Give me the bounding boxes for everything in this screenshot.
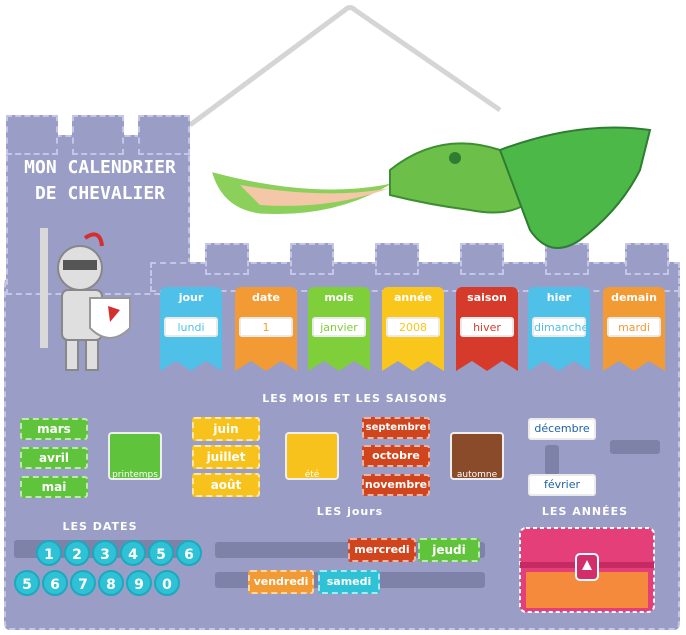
date-token[interactable]: 0 — [154, 570, 180, 596]
banner-card[interactable]: 1 — [239, 317, 293, 337]
month-aout[interactable]: août — [192, 473, 260, 497]
date-token[interactable]: 4 — [120, 540, 146, 566]
month-octobre[interactable]: octobre — [362, 445, 430, 467]
banner-point — [235, 357, 297, 371]
banner-2: mois janvier — [308, 287, 370, 371]
date-token[interactable]: 8 — [98, 570, 124, 596]
calendar-title: MON CALENDRIER DE CHEVALIER — [12, 155, 188, 207]
banner-label: année — [393, 291, 432, 304]
tower-merlon — [6, 115, 58, 155]
banner-label: date — [251, 291, 280, 304]
month-decembre[interactable]: décembre — [528, 418, 596, 440]
knight-illustration — [40, 228, 131, 371]
banner-1: date 1 — [235, 287, 297, 371]
month-septembre[interactable]: septembre — [362, 417, 430, 439]
date-token[interactable]: 6 — [176, 540, 202, 566]
banner-card[interactable]: mardi — [607, 317, 661, 337]
banner-label: hier — [546, 291, 572, 304]
date-token[interactable]: 6 — [42, 570, 68, 596]
tower-merlon — [138, 115, 190, 155]
title-line-2: DE CHEVALIER — [34, 183, 166, 204]
month-mai[interactable]: mai — [20, 476, 88, 498]
season-spring-label: printemps — [112, 470, 158, 480]
season-summer-label: été — [304, 470, 320, 480]
hanging-wire — [188, 5, 502, 128]
banner-point — [382, 357, 444, 371]
banner-0: jour lundi — [160, 287, 222, 371]
heading-days: LES jours — [316, 505, 384, 518]
month-novembre[interactable]: novembre — [362, 474, 430, 496]
banner-label: demain — [611, 291, 657, 304]
banner-card[interactable]: hiver — [460, 317, 514, 337]
wall-merlon — [205, 243, 249, 275]
day-vendredi[interactable]: vendredi — [248, 570, 314, 594]
title-line-1: MON CALENDRIER — [24, 157, 176, 178]
banner-point — [160, 357, 222, 371]
banner-card[interactable]: dimanche — [532, 317, 588, 337]
date-token[interactable]: 1 — [36, 540, 62, 566]
day-jeudi[interactable]: jeudi — [418, 538, 480, 562]
season-summer-tile[interactable]: été — [285, 432, 339, 480]
season-spring-tile[interactable]: printemps — [108, 432, 162, 480]
day-mercredi[interactable]: mercredi — [348, 538, 416, 562]
banner-label: mois — [324, 291, 354, 304]
banner-label: jour — [178, 291, 204, 304]
velcro-strip — [545, 445, 559, 475]
banner-5: hier dimanche — [528, 287, 590, 371]
banner-point — [603, 357, 665, 371]
dragon-illustration — [207, 126, 652, 249]
heading-dates: LES DATES — [62, 520, 138, 533]
heading-years: LES ANNÉES — [541, 505, 629, 518]
wall-merlon — [460, 243, 504, 275]
season-autumn-tile[interactable]: automne — [450, 432, 504, 480]
banner-card[interactable]: 2008 — [386, 317, 440, 337]
banner-3: année 2008 — [382, 287, 444, 371]
banner-point — [456, 357, 518, 371]
tower-merlon — [72, 115, 124, 155]
banner-label: saison — [467, 291, 507, 304]
month-avril[interactable]: avril — [20, 447, 88, 469]
date-token[interactable]: 5 — [14, 570, 40, 596]
season-autumn-label: automne — [456, 470, 498, 480]
date-token[interactable]: 7 — [70, 570, 96, 596]
banner-card[interactable]: janvier — [312, 317, 366, 337]
banner-card[interactable]: lundi — [164, 317, 218, 337]
banner-point — [308, 357, 370, 371]
date-token[interactable]: 3 — [92, 540, 118, 566]
date-token[interactable]: 2 — [64, 540, 90, 566]
month-juin[interactable]: juin — [192, 417, 260, 441]
date-token[interactable]: 5 — [148, 540, 174, 566]
treasure-chest-pocket[interactable] — [516, 524, 658, 616]
date-token[interactable]: 9 — [126, 570, 152, 596]
month-fevrier[interactable]: février — [528, 474, 596, 496]
wall-merlon — [375, 243, 419, 275]
month-juillet[interactable]: juillet — [192, 445, 260, 469]
month-mars[interactable]: mars — [20, 418, 88, 440]
banner-6: demain mardi — [603, 287, 665, 371]
day-samedi[interactable]: samedi — [318, 570, 380, 594]
wall-merlon — [625, 243, 669, 275]
wall-merlon — [290, 243, 334, 275]
banner-point — [528, 357, 590, 371]
velcro-strip — [610, 440, 660, 454]
heading-months-seasons: LES MOIS ET LES SAISONS — [262, 392, 448, 405]
banner-4: saison hiver — [456, 287, 518, 371]
